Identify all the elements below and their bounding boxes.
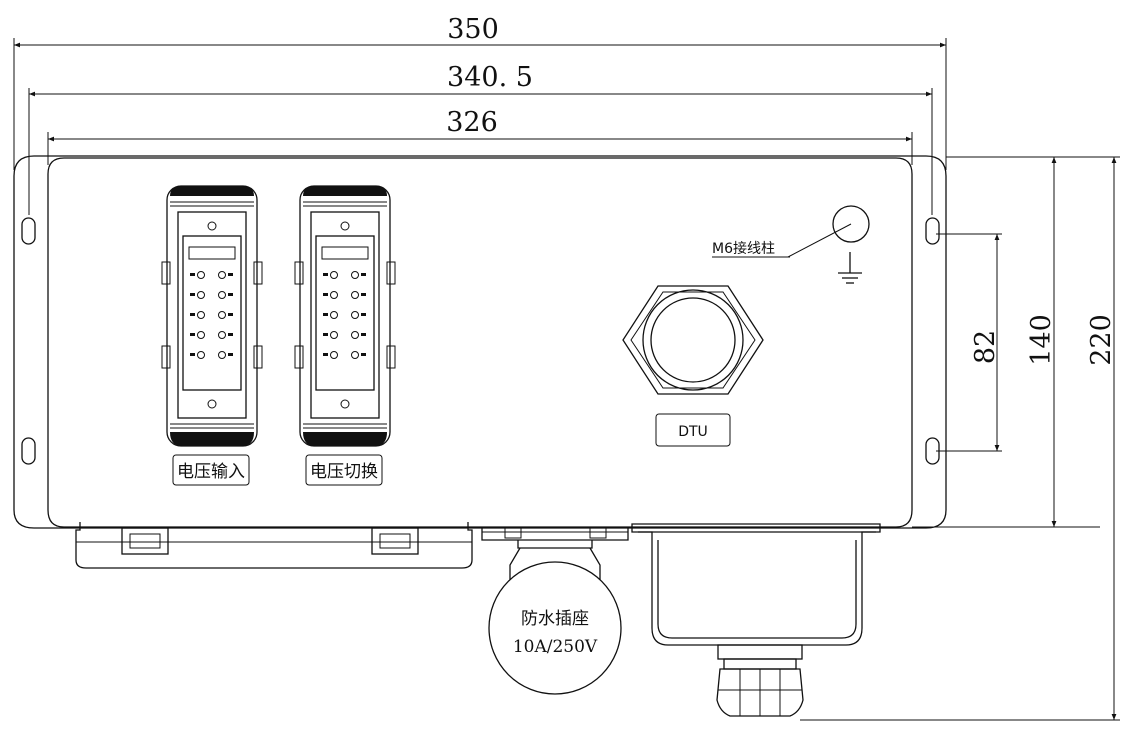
- dimension-82: 82: [936, 233, 1002, 452]
- m6-terminal: M6接线柱: [712, 205, 870, 284]
- connector-1-label: 电压输入: [177, 462, 245, 482]
- mounting-slot-top-left: [21, 217, 36, 245]
- connector-1-pins: [190, 271, 233, 359]
- connector-1-label-box: [172, 454, 250, 486]
- connector-voltage-switch: 电压切换: [294, 185, 396, 486]
- dimension-label-140: 140: [1026, 314, 1057, 366]
- connector-2-pins: [323, 271, 366, 359]
- dtu-cable-gland: DTU: [622, 285, 764, 447]
- dimension-label-340-5: 340. 5: [447, 62, 533, 93]
- dtu-label-box: [655, 413, 731, 447]
- dimension-350: 350: [13, 14, 947, 170]
- dimension-label-82: 82: [970, 330, 1001, 364]
- connector-voltage-input: 电压输入: [161, 185, 263, 486]
- dtu-label: DTU: [678, 424, 708, 440]
- junction-box: [631, 523, 881, 717]
- terminal-label: M6接线柱: [712, 240, 775, 257]
- connector-2-label: 电压切换: [310, 462, 378, 482]
- waterproof-socket: 防水插座 10A/250V: [481, 527, 629, 695]
- enclosure-body: [13, 155, 947, 529]
- ground-symbol-icon: [838, 252, 862, 284]
- dimension-label-220: 220: [1086, 314, 1117, 366]
- mounting-slot-bottom-left: [21, 437, 36, 465]
- dimension-340-5: 340. 5: [28, 62, 933, 215]
- dimension-220: 220: [800, 156, 1120, 721]
- dimension-label-326: 326: [446, 107, 498, 138]
- dimension-326: 326: [47, 107, 913, 165]
- socket-label-line2: 10A/250V: [513, 637, 598, 657]
- hinge-bar: [75, 522, 473, 569]
- connector-2-label-box: [305, 454, 383, 486]
- dimension-label-350: 350: [447, 14, 499, 45]
- dimension-140: 140: [912, 156, 1100, 528]
- socket-label-line1: 防水插座: [521, 609, 589, 629]
- mounting-slot-top-right: [925, 217, 940, 245]
